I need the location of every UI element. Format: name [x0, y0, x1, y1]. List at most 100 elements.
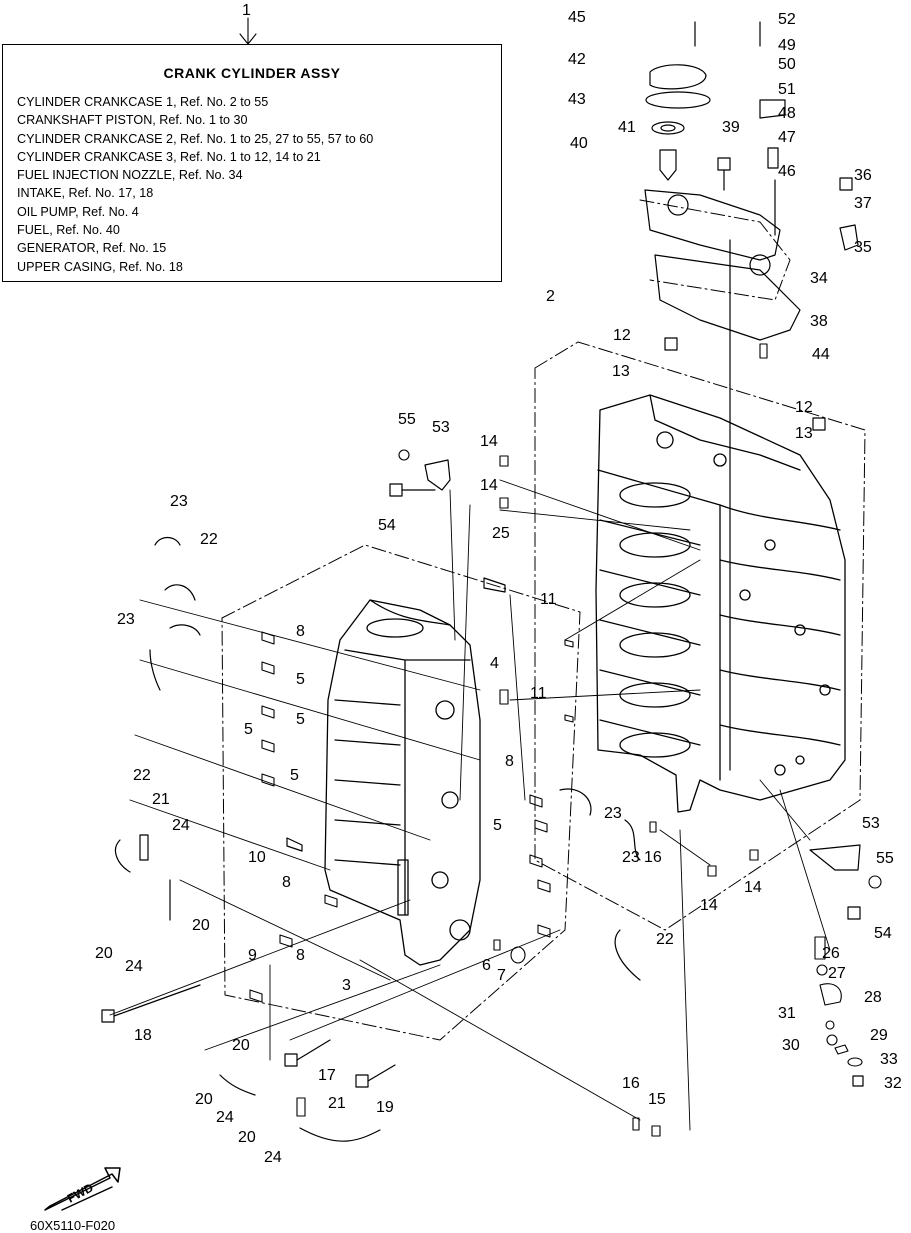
- part-number-callout: 5: [493, 817, 502, 834]
- part-number-callout: 23: [170, 493, 188, 510]
- assembly-title: CRANK CYLINDER ASSY: [163, 65, 341, 81]
- part-number-callout: 11: [530, 685, 547, 702]
- part-number-callout: 40: [570, 135, 588, 152]
- assembly-info-box: CRANK CYLINDER ASSY CYLINDER CRANKCASE 1…: [2, 44, 502, 282]
- part-number-callout: 23: [604, 805, 622, 822]
- part-number-callout: 25: [492, 525, 510, 542]
- part-number-callout: 22: [200, 531, 218, 548]
- part-number-callout: 23: [117, 611, 135, 628]
- assembly-item: FUEL, Ref. No. 40: [17, 223, 120, 238]
- crankcase-1-block: [595, 394, 846, 813]
- part-number-callout: 54: [874, 925, 892, 942]
- assembly-items: CYLINDER CRANKCASE 1, Ref. No. 2 to 55 C…: [17, 93, 373, 276]
- part-number-callout: 3: [342, 977, 351, 994]
- part-number-callout: 4: [490, 655, 499, 672]
- part-number-callout: 28: [864, 989, 882, 1006]
- part-number-callout: 8: [282, 874, 291, 891]
- part-number-callout: 13: [612, 363, 630, 380]
- part-number-callout: 24: [125, 958, 143, 975]
- part-number-callout: 12: [795, 399, 813, 416]
- part-number-callout: 35: [854, 239, 872, 256]
- part-number-callout: 31: [778, 1005, 796, 1022]
- part-number-callout: 13: [795, 425, 813, 442]
- fwd-arrow: [44, 1167, 121, 1211]
- part-number-callout: 36: [854, 167, 872, 184]
- outline-cover: [639, 199, 791, 301]
- assembly-item: CYLINDER CRANKCASE 2, Ref. No. 1 to 25, …: [17, 131, 374, 146]
- outline-crankcase-3: [221, 544, 581, 1041]
- part-number-callout: 23: [622, 849, 640, 866]
- bracket-53-lower: [809, 844, 861, 871]
- part-number-callout: 33: [880, 1051, 898, 1068]
- part-number-callout: 26: [822, 945, 840, 962]
- part-number-callout: 5: [244, 721, 253, 738]
- part-number-callout: 41: [618, 119, 636, 136]
- figure-code: 60X5110-F020: [30, 1218, 116, 1233]
- part-number-callout: 24: [264, 1149, 282, 1166]
- part-number-callout: 22: [133, 767, 151, 784]
- bracket-53-upper: [424, 459, 451, 491]
- cover-and-gaskets: [644, 21, 859, 771]
- part-number-callout: 20: [195, 1091, 213, 1108]
- part-number-callout: 29: [870, 1027, 888, 1044]
- part-number-callout: 38: [810, 313, 828, 330]
- part-number-callout: 10: [248, 849, 266, 866]
- part-number-callout: 5: [290, 767, 299, 784]
- part-number-callout: 27: [828, 965, 846, 982]
- part-number-callout: 53: [862, 815, 880, 832]
- part-number-callout: 55: [398, 411, 416, 428]
- part-number-callout: 47: [778, 129, 796, 146]
- assembly-item: FUEL INJECTION NOZZLE, Ref. No. 34: [17, 168, 243, 183]
- part-number-callout: 20: [238, 1129, 256, 1146]
- part-number-callout: 20: [232, 1037, 250, 1054]
- callout-ref-1: 1: [242, 2, 251, 19]
- part-number-callout: 20: [192, 917, 210, 934]
- part-number-callout: 15: [648, 1091, 666, 1108]
- part-number-callout: 44: [812, 346, 830, 363]
- part-number-callout: 32: [884, 1075, 902, 1092]
- part-number-callout: 53: [432, 419, 450, 436]
- part-number-callout: 14: [480, 433, 498, 450]
- part-number-callout: 9: [248, 947, 257, 964]
- part-number-callout: 45: [568, 9, 586, 26]
- part-number-callout: 14: [700, 897, 718, 914]
- part-number-callout: 42: [568, 51, 586, 68]
- part-number-callout: 50: [778, 56, 796, 73]
- assembly-item: CRANKSHAFT PISTON, Ref. No. 1 to 30: [17, 113, 248, 128]
- outline-crankcase-1: [534, 341, 866, 931]
- fittings: [249, 631, 574, 1003]
- assembly-item: GENERATOR, Ref. No. 15: [17, 241, 167, 256]
- part-number-callout: 12: [613, 327, 631, 344]
- part-number-callout: 17: [318, 1067, 336, 1084]
- part-number-callout: 54: [378, 517, 396, 534]
- part-number-callout: 8: [296, 623, 305, 640]
- part-number-callout: 46: [778, 163, 796, 180]
- part-number-callout: 5: [296, 671, 305, 688]
- part-number-callout: 55: [876, 850, 894, 867]
- part-number-callout: 49: [778, 37, 796, 54]
- part-number-callout: 22: [656, 931, 674, 948]
- part-number-callout: 39: [722, 119, 740, 136]
- part-number-callout: 21: [152, 791, 170, 808]
- part-number-callout: 37: [854, 195, 872, 212]
- assembly-item: OIL PUMP, Ref. No. 4: [17, 204, 139, 219]
- part-number-callout: 48: [778, 105, 796, 122]
- part-number-callout: 30: [782, 1037, 800, 1054]
- part-number-callout: 8: [505, 753, 514, 770]
- part-number-callout: 20: [95, 945, 113, 962]
- bolts: [101, 157, 864, 1088]
- assembly-item: CYLINDER CRANKCASE 1, Ref. No. 2 to 55: [17, 95, 269, 109]
- assembly-item: INTAKE, Ref. No. 17, 18: [17, 186, 154, 201]
- part-number-callout: 16: [644, 849, 662, 866]
- part-number-callout: 7: [497, 967, 506, 984]
- part-number-callout: 24: [172, 817, 190, 834]
- hoses-left: [115, 536, 641, 1142]
- part-number-callout: 21: [328, 1095, 346, 1112]
- part-number-callout: 14: [480, 477, 498, 494]
- assembly-item: UPPER CASING, Ref. No. 18: [17, 259, 183, 274]
- part-number-callout: 6: [482, 957, 491, 974]
- part-number-callout: 52: [778, 11, 796, 28]
- pins: [296, 343, 768, 1137]
